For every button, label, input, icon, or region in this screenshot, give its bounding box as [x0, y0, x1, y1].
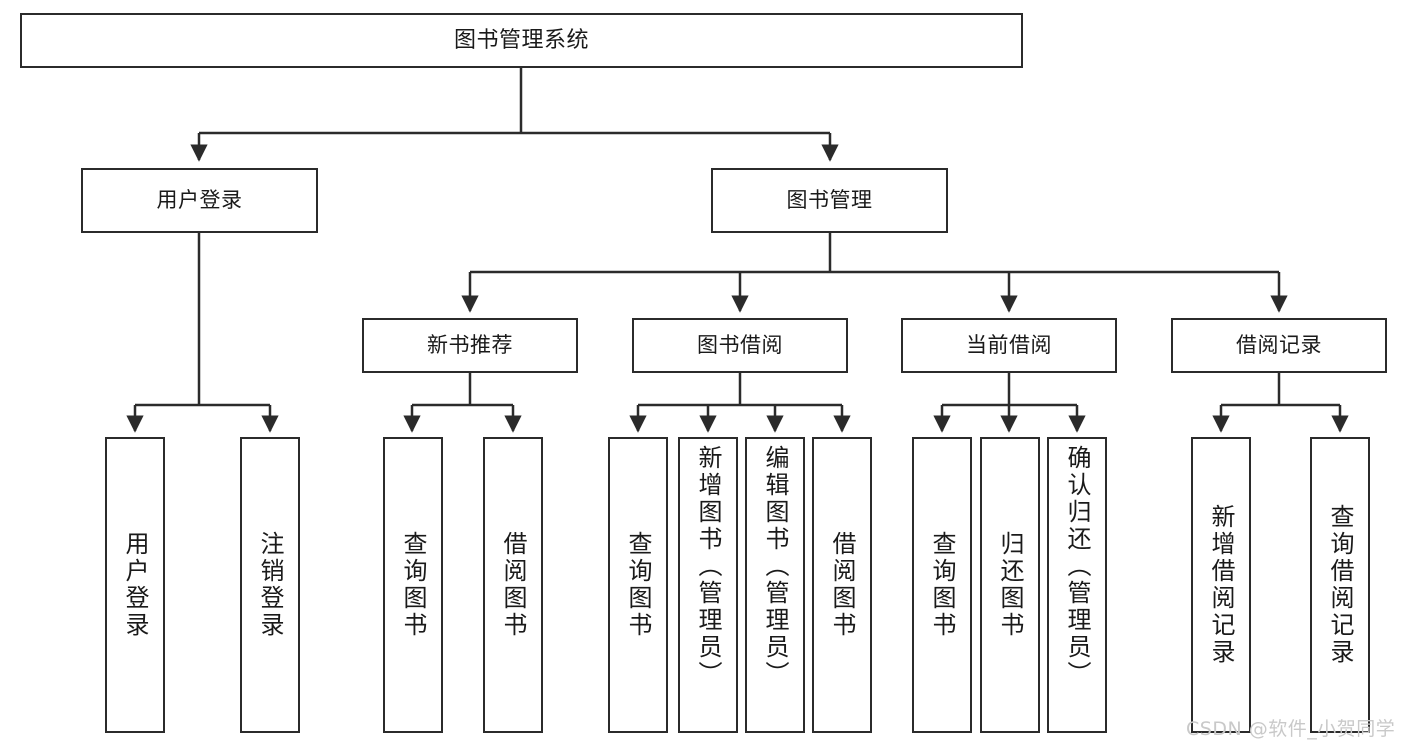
node-root-system[interactable]: 图书管理系统 — [20, 13, 1023, 68]
node-label: 编辑图书（管理员） — [761, 445, 789, 688]
leaf-borrow-borrow-book[interactable]: 借阅图书 — [812, 437, 872, 733]
node-label: 新增图书（管理员） — [694, 445, 722, 688]
node-user-login[interactable]: 用户登录 — [81, 168, 318, 233]
node-label: 查询图书 — [624, 531, 652, 639]
node-label: 查询图书 — [928, 531, 956, 639]
node-label: 借阅图书 — [499, 531, 527, 639]
node-label: 查询图书 — [399, 531, 427, 639]
leaf-user-logout[interactable]: 注销登录 — [240, 437, 300, 733]
node-new-book-recommend[interactable]: 新书推荐 — [362, 318, 578, 373]
node-book-borrow[interactable]: 图书借阅 — [632, 318, 848, 373]
node-label: 确认归还（管理员） — [1063, 445, 1091, 688]
node-label: 新增借阅记录 — [1207, 504, 1235, 666]
node-label: 用户登录 — [156, 188, 243, 213]
leaf-recommend-borrow-book[interactable]: 借阅图书 — [483, 437, 543, 733]
leaf-borrow-edit-book-admin[interactable]: 编辑图书（管理员） — [745, 437, 805, 733]
leaf-current-return-book[interactable]: 归还图书 — [980, 437, 1040, 733]
leaf-current-confirm-return-admin[interactable]: 确认归还（管理员） — [1047, 437, 1107, 733]
leaf-borrow-add-book-admin[interactable]: 新增图书（管理员） — [678, 437, 738, 733]
node-label: 图书管理系统 — [453, 27, 589, 53]
node-borrow-records[interactable]: 借阅记录 — [1171, 318, 1387, 373]
leaf-borrow-query-book[interactable]: 查询图书 — [608, 437, 668, 733]
node-label: 归还图书 — [996, 531, 1024, 639]
node-label: 借阅图书 — [828, 531, 856, 639]
leaf-recommend-query-book[interactable]: 查询图书 — [383, 437, 443, 733]
leaf-current-query-book[interactable]: 查询图书 — [912, 437, 972, 733]
leaf-user-login-do[interactable]: 用户登录 — [105, 437, 165, 733]
node-label: 图书借阅 — [697, 333, 783, 358]
leaf-records-query-record[interactable]: 查询借阅记录 — [1310, 437, 1370, 733]
node-label: 新书推荐 — [427, 333, 513, 358]
node-book-management[interactable]: 图书管理 — [711, 168, 948, 233]
node-label: 用户登录 — [121, 531, 149, 639]
node-label: 图书管理 — [786, 188, 873, 213]
csdn-watermark: CSDN @软件_小贺同学 — [1186, 718, 1396, 740]
node-label: 当前借阅 — [966, 333, 1052, 358]
node-label: 借阅记录 — [1236, 333, 1322, 358]
node-current-borrow[interactable]: 当前借阅 — [901, 318, 1117, 373]
leaf-records-add-record[interactable]: 新增借阅记录 — [1191, 437, 1251, 733]
node-label: 注销登录 — [256, 531, 284, 639]
node-label: 查询借阅记录 — [1326, 504, 1354, 666]
